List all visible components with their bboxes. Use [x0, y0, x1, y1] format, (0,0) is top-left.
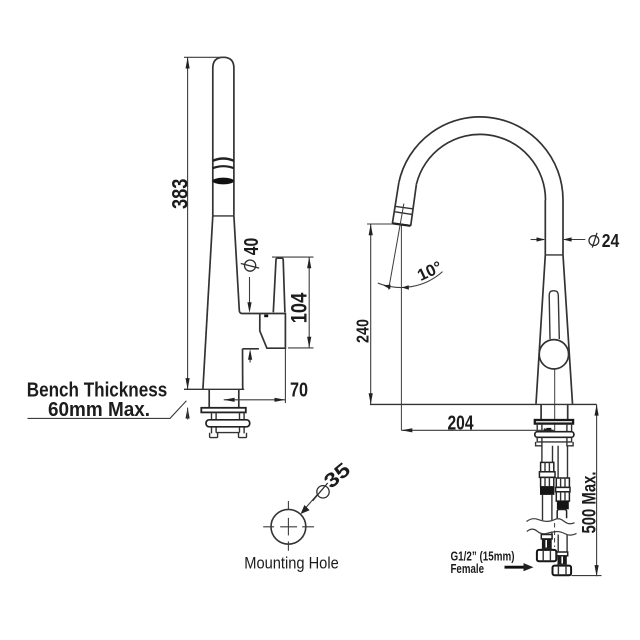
svg-text:Female: Female	[451, 562, 485, 576]
svg-text:383: 383	[168, 179, 193, 210]
svg-text:Mounting Hole: Mounting Hole	[244, 555, 339, 573]
svg-text:G1/2” (15mm): G1/2” (15mm)	[451, 550, 515, 564]
svg-text:24: 24	[602, 230, 620, 251]
svg-text:500 Max.: 500 Max.	[580, 472, 601, 534]
svg-text:104: 104	[287, 292, 312, 323]
svg-text:Bench Thickness: Bench Thickness	[27, 379, 168, 402]
svg-text:240: 240	[352, 319, 372, 343]
svg-text:40: 40	[241, 238, 263, 256]
svg-text:60mm Max.: 60mm Max.	[48, 398, 150, 421]
svg-text:70: 70	[290, 379, 308, 402]
svg-text:204: 204	[448, 411, 474, 434]
